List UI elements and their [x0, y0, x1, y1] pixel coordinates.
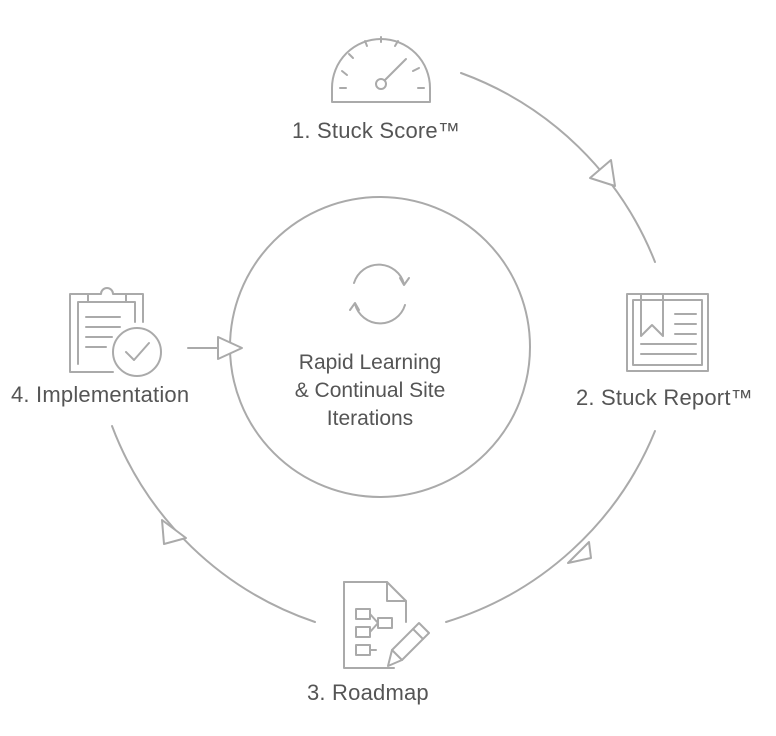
- step-4-label: 4. Implementation: [11, 382, 190, 407]
- speedometer-gauge-icon: [331, 36, 431, 103]
- step-1-label: 1. Stuck Score™: [292, 118, 461, 143]
- cycle-arc-3-to-4: [111, 425, 316, 623]
- refresh-cycle-icon: [349, 263, 410, 325]
- cycle-arrowhead-3: [161, 519, 187, 545]
- document-flowchart-pencil-icon: [343, 581, 430, 669]
- cycle-arrowhead-2: [567, 541, 592, 564]
- clipboard-checkmark-icon: [69, 287, 162, 377]
- cycle-arc-2-to-3: [445, 430, 656, 623]
- center-input-arrowhead: [217, 336, 243, 360]
- center-caption: Rapid Learning & Continual Site Iteratio…: [244, 349, 496, 433]
- cycle-arc-1-to-2: [460, 72, 656, 263]
- center-circle: [229, 196, 531, 498]
- center-caption-line-3: Iterations: [326, 407, 414, 430]
- step-2-label: 2. Stuck Report™: [576, 385, 753, 410]
- open-book-bookmark-icon: [626, 293, 709, 372]
- step-3-label: 3. Roadmap: [307, 680, 429, 705]
- center-caption-line-1: Rapid Learning: [298, 351, 442, 374]
- center-caption-line-2: & Continual Site: [294, 379, 446, 402]
- cycle-arrowhead-1: [589, 159, 616, 187]
